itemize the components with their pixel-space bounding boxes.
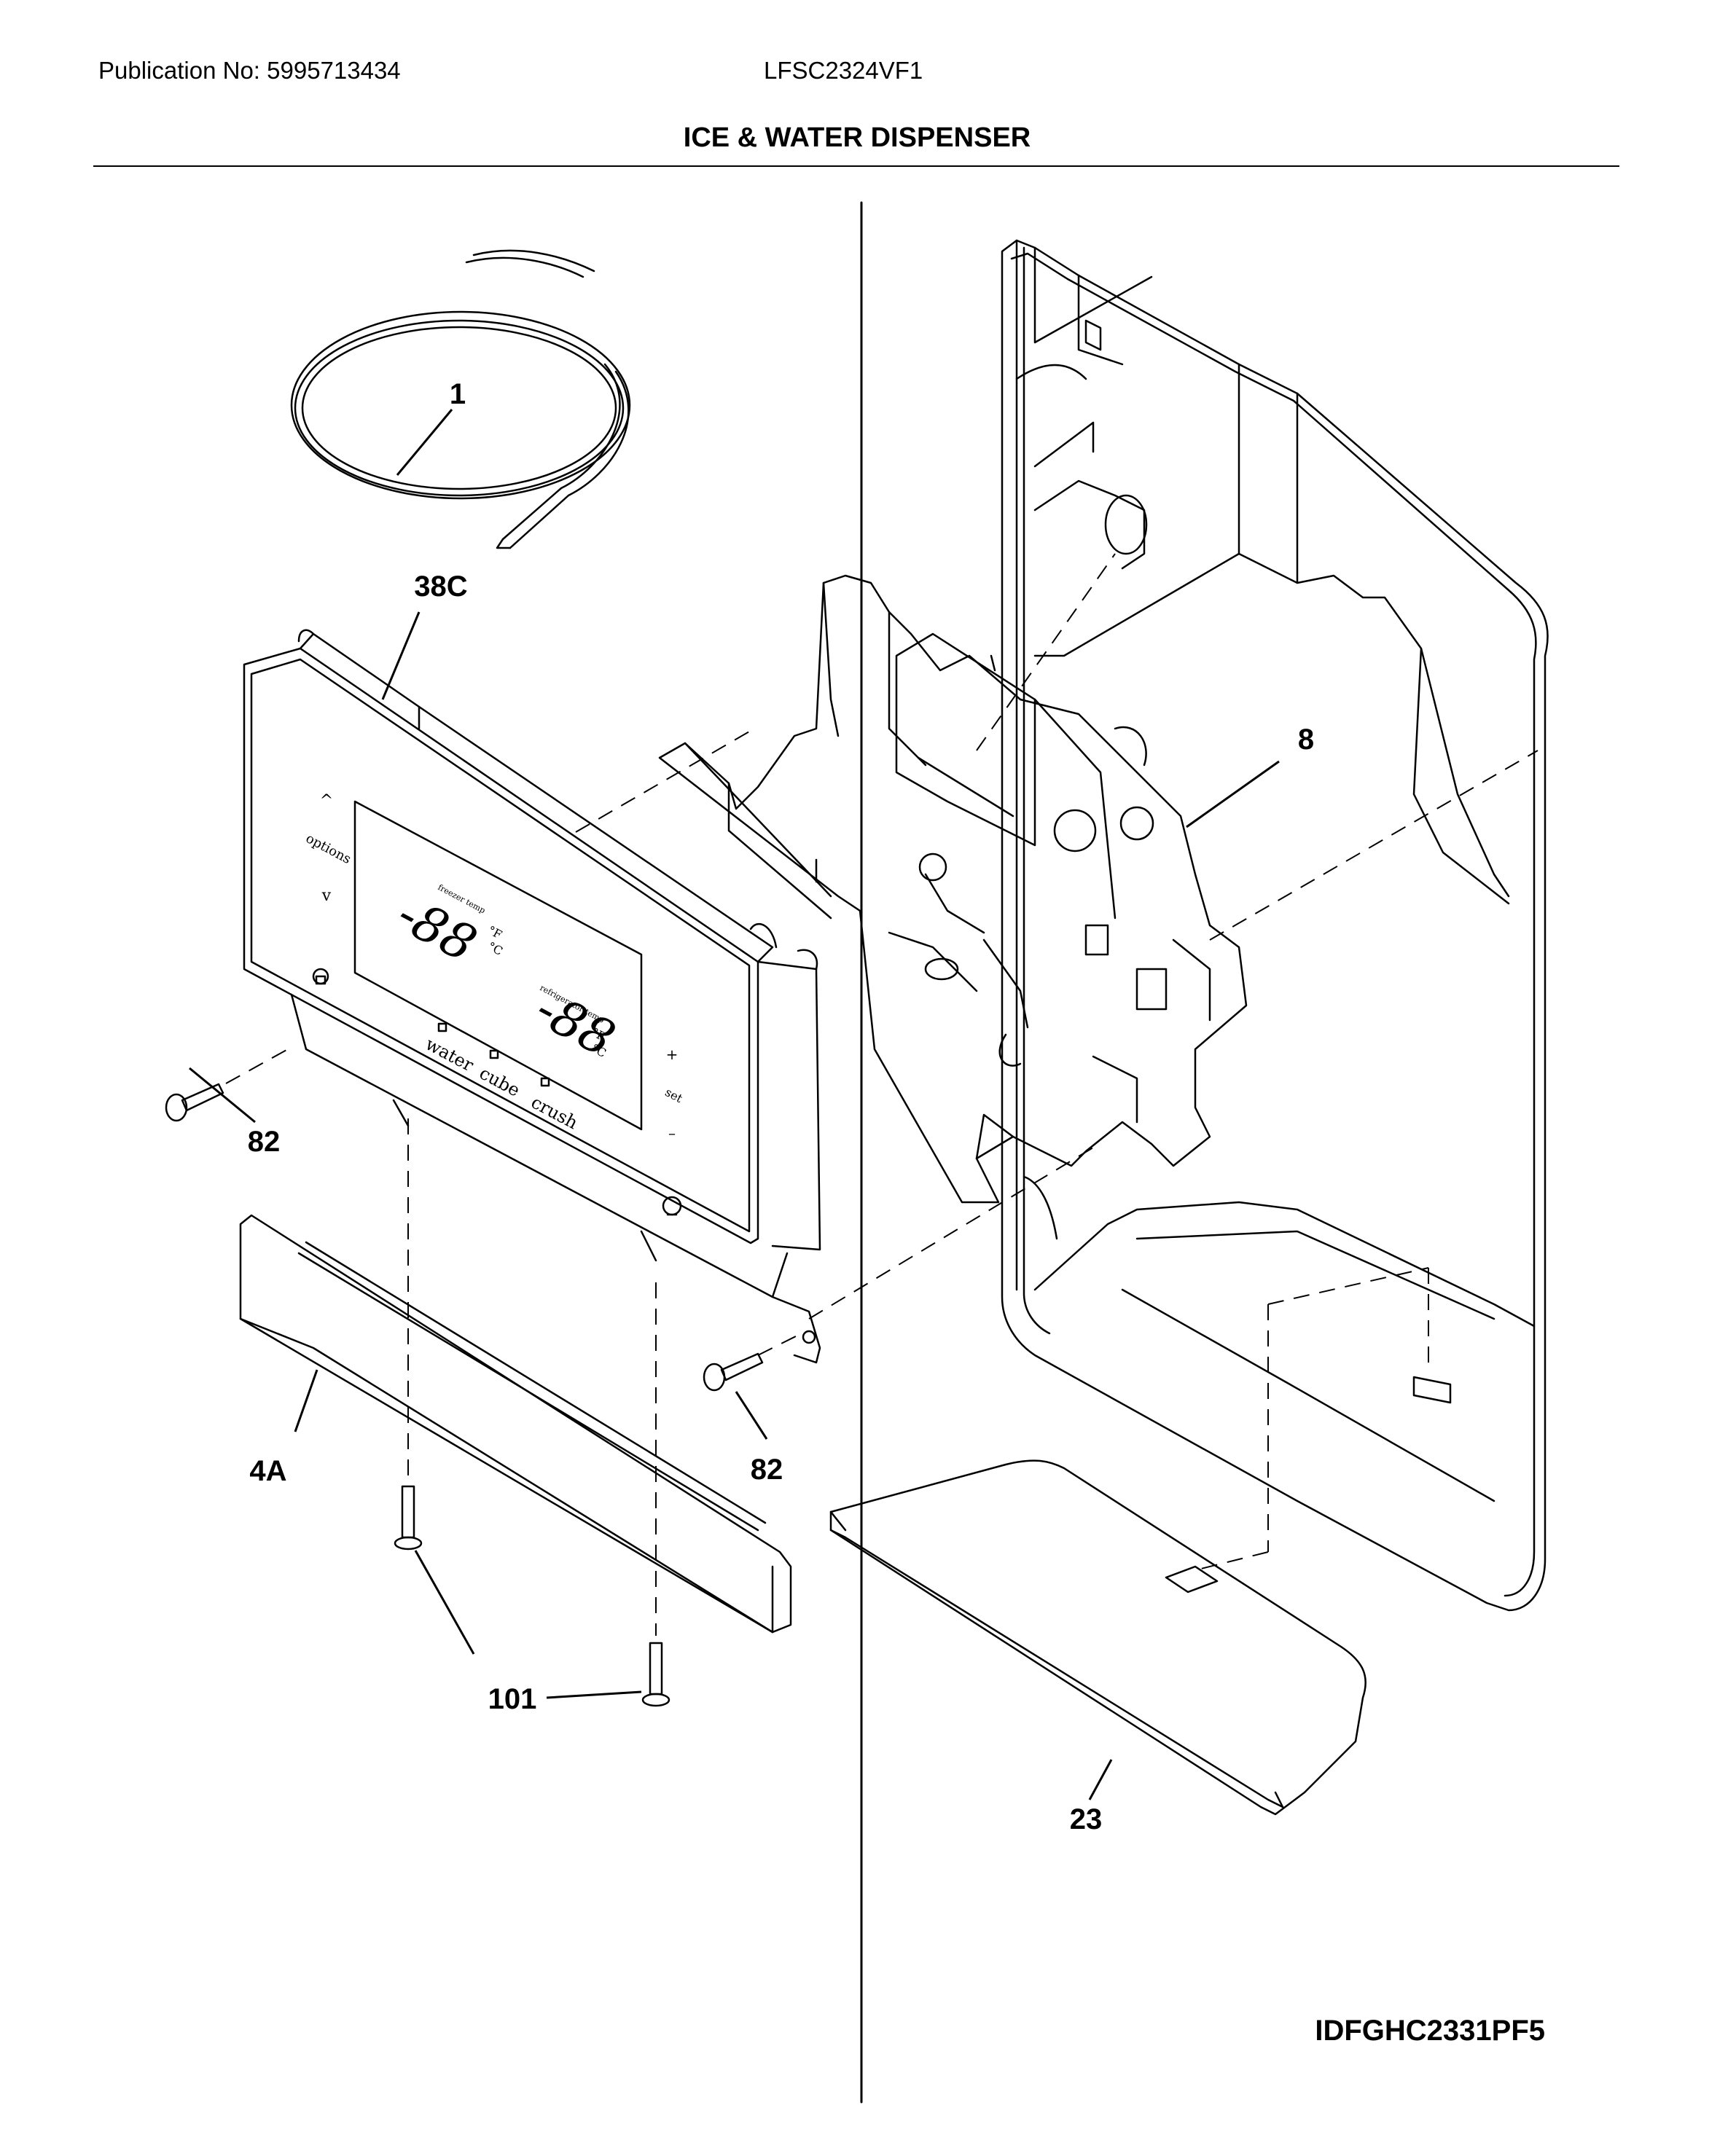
- panel-set-label: set: [662, 1085, 685, 1105]
- diagram-reference-code: IDFGHC2331PF5: [1315, 2015, 1545, 2047]
- dispenser-trim: [239, 1214, 792, 1634]
- tubing-coil: [290, 249, 631, 549]
- page-title: ICE & WATER DISPENSER: [683, 122, 1031, 153]
- callout-38c: 38C: [414, 571, 467, 603]
- callout-82-left: 82: [248, 1126, 281, 1158]
- assembly-guide-lines: [225, 553, 1538, 1636]
- refrigerator-temp-display: -88: [526, 980, 624, 1068]
- panel-minus-label: –: [668, 1124, 676, 1142]
- callout-23: 23: [1070, 1803, 1103, 1835]
- callout-101: 101: [488, 1683, 537, 1715]
- callout-1: 1: [450, 378, 466, 410]
- screw-82-left: [165, 1083, 224, 1122]
- publication-number: Publication No: 5995713434: [98, 57, 401, 84]
- screw-82-right: [703, 1352, 764, 1392]
- panel-plus-label: +: [666, 1046, 679, 1063]
- title-rule: [93, 165, 1619, 167]
- freezer-unit-f: °F: [485, 923, 504, 942]
- control-panel-labels: ^ options v freezer temp -88 °F °C refri…: [303, 792, 685, 1142]
- panel-options-label: options: [303, 831, 353, 867]
- callout-8: 8: [1298, 724, 1314, 756]
- door-dispenser-cavity: [1001, 239, 1549, 1612]
- panel-cube-label: cube: [476, 1063, 523, 1101]
- callout-82-right: 82: [751, 1454, 783, 1486]
- screw-101-lower: [641, 1642, 670, 1707]
- freezer-unit-c: °C: [485, 939, 505, 958]
- dispenser-actuator-assembly: [658, 574, 1248, 1204]
- screw-101-upper: [394, 1485, 423, 1551]
- model-number: LFSC2324VF1: [764, 57, 923, 84]
- callout-4a: 4A: [249, 1455, 286, 1487]
- drip-tray: [829, 1459, 1366, 1816]
- control-panel-housing: [243, 629, 821, 1364]
- panel-down-label: v: [321, 887, 332, 905]
- callout-leaders: [189, 409, 1280, 1800]
- panel-up-label: ^: [320, 792, 333, 810]
